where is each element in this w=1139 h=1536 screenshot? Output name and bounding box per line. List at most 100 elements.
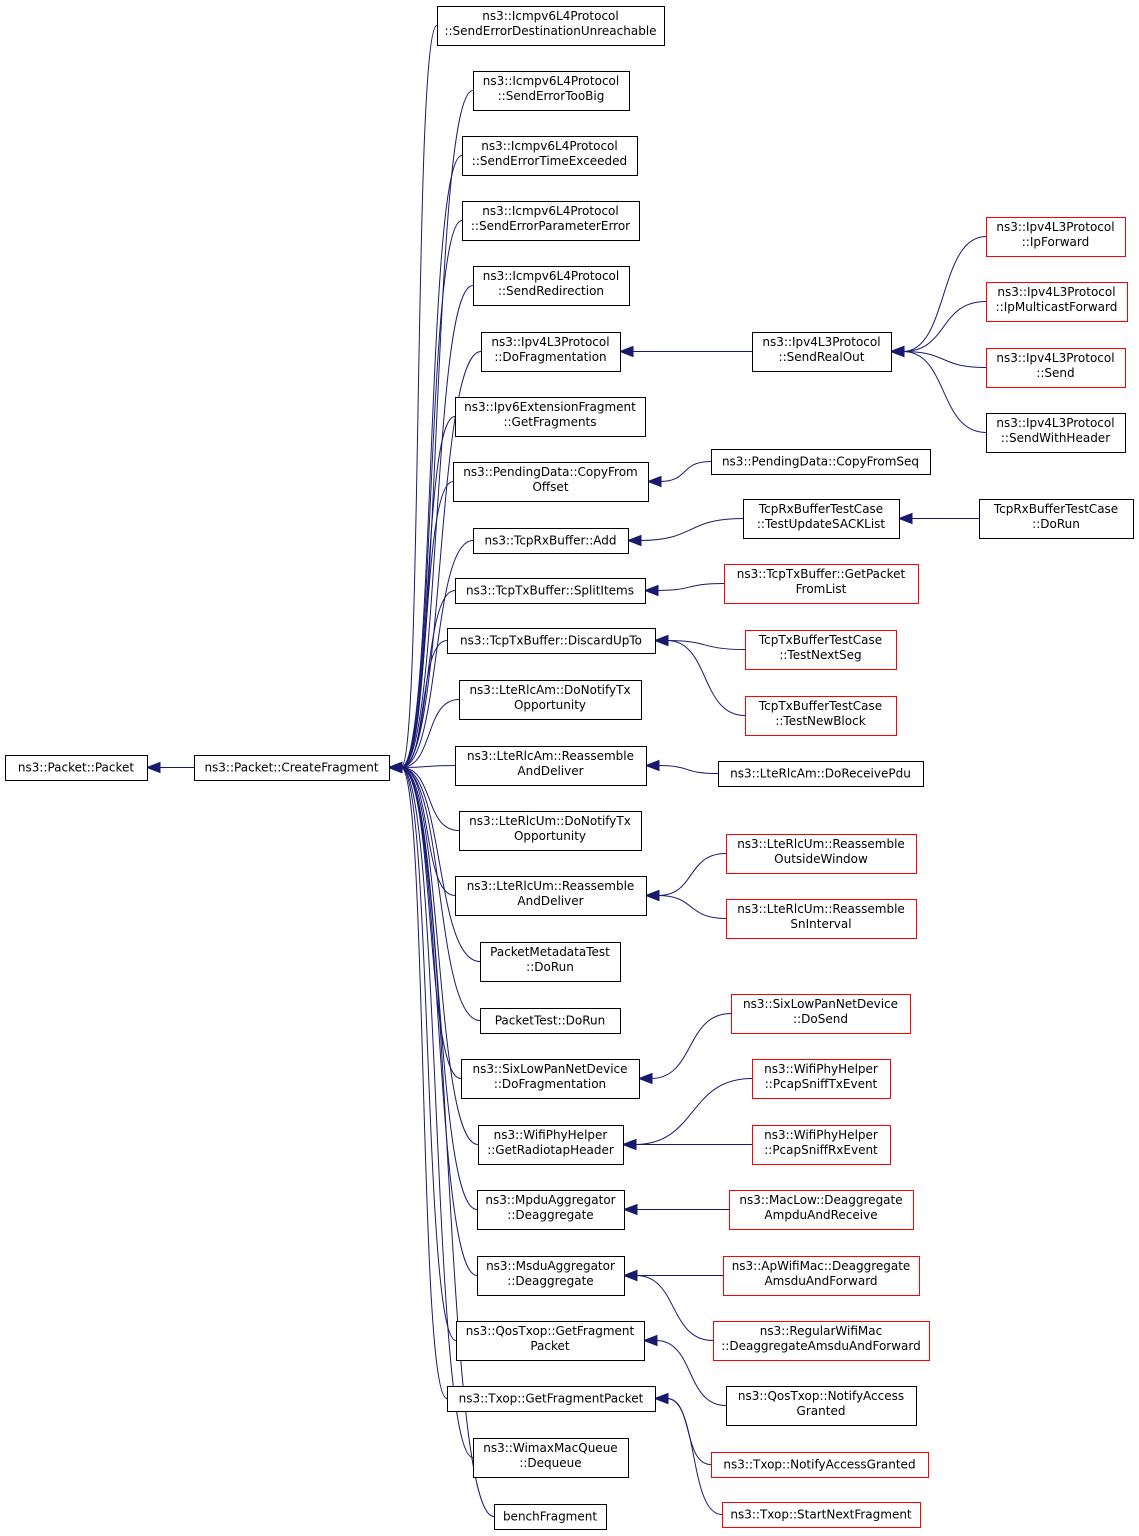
node-box [986,348,1126,388]
node-label: TcpRxBufferTestCase [993,502,1118,516]
node-n27[interactable]: benchFragment [494,1504,607,1530]
node-n13[interactable]: ns3::TcpTxBuffer::DiscardUpTo [447,628,656,654]
node-n24[interactable]: ns3::QosTxop::GetFragmentPacket [456,1321,645,1361]
node-label: FromList [796,582,847,596]
node-label: ns3::LteRlcAm::DoNotifyTx [469,683,630,697]
node-n38[interactable]: TcpTxBufferTestCase::TestNewBlock [745,696,897,736]
node-box [726,834,917,874]
arrowhead-icon [626,534,642,547]
node-n9[interactable]: ns3::Ipv6ExtensionFragment::GetFragments [455,397,646,437]
edge-n47-to-n23 [622,1269,714,1341]
node-n25[interactable]: ns3::Txop::GetFragmentPacket [447,1386,656,1412]
node-n33[interactable]: ns3::PendingData::CopyFromSeq [711,449,931,475]
node-box [724,564,919,604]
node-n8[interactable]: ns3::Ipv4L3Protocol::DoFragmentation [481,332,621,372]
edge-n38-to-n13 [653,634,746,716]
node-n28[interactable]: ns3::Ipv4L3Protocol::SendRealOut [752,332,892,372]
node-label: ns3::ApWifiMac::Deaggregate [732,1259,911,1273]
node-n6[interactable]: ns3::Icmpv6L4Protocol::SendErrorParamete… [462,201,640,241]
node-label: Offset [532,480,568,494]
node-n44[interactable]: ns3::WifiPhyHelper::PcapSniffRxEvent [752,1125,891,1165]
node-label: ::DoSend [793,1012,848,1026]
node-n12[interactable]: ns3::TcpTxBuffer::SplitItems [455,578,646,604]
node-n1[interactable]: ns3::Packet::Packet [5,755,148,781]
node-n42[interactable]: ns3::SixLowPanNetDevice::DoSend [731,994,911,1034]
arrowhead-icon [897,512,913,525]
node-label: ns3::LteRlcAm::DoReceivePdu [730,767,911,781]
node-n35[interactable]: TcpRxBufferTestCase::DoRun [979,499,1134,539]
node-box [477,1190,625,1230]
node-n5[interactable]: ns3::Icmpv6L4Protocol::SendErrorTimeExce… [462,136,638,176]
node-label: ns3::LteRlcUm::Reassemble [737,902,905,916]
node-box [745,696,897,736]
node-box [713,1321,930,1361]
node-n20[interactable]: ns3::SixLowPanNetDevice::DoFragmentation [461,1059,640,1099]
node-n26[interactable]: ns3::WimaxMacQueue::Dequeue [473,1438,629,1478]
node-n46[interactable]: ns3::ApWifiMac::DeaggregateAmsduAndForwa… [723,1256,920,1296]
node-n7[interactable]: ns3::Icmpv6L4Protocol::SendRedirection [473,266,630,306]
node-n34[interactable]: TcpRxBufferTestCase::TestUpdateSACKList [743,499,900,539]
node-n18[interactable]: PacketMetadataTest::DoRun [480,942,621,982]
arrowhead-icon [653,1392,669,1405]
node-box [462,201,640,241]
arrowhead-icon [642,1334,658,1347]
node-label: ::SendRedirection [498,284,604,298]
node-n37[interactable]: TcpTxBufferTestCase::TestNextSeg [745,630,897,670]
node-n31[interactable]: ns3::Ipv4L3Protocol::Send [986,348,1126,388]
node-n49[interactable]: ns3::Txop::NotifyAccessGranted [711,1452,929,1478]
node-n19[interactable]: PacketTest::DoRun [480,1008,621,1034]
node-n21[interactable]: ns3::WifiPhyHelper::GetRadiotapHeader [478,1125,624,1165]
arrowhead-icon [643,584,659,597]
node-label: ::Deaggregate [507,1208,593,1222]
edge-n31-to-n28 [889,345,987,368]
node-n48[interactable]: ns3::QosTxop::NotifyAccessGranted [726,1386,917,1426]
node-label: ns3::TcpTxBuffer::SplitItems [466,584,634,598]
node-label: OutsideWindow [774,852,868,866]
node-label: Granted [797,1404,846,1418]
node-label: ::DoFragmentation [494,1077,606,1091]
node-n22[interactable]: ns3::MpduAggregator::Deaggregate [477,1190,625,1230]
node-label: ::GetFragments [503,415,596,429]
node-label: ns3::TcpRxBuffer::Add [484,534,616,548]
node-n43[interactable]: ns3::WifiPhyHelper::PcapSniffTxEvent [752,1059,891,1099]
node-box [194,755,390,781]
node-label: ns3::MacLow::Deaggregate [739,1193,902,1207]
node-n23[interactable]: ns3::MsduAggregator::Deaggregate [477,1256,625,1296]
node-box [722,1502,921,1528]
node-label: ::TestNewBlock [775,714,865,728]
node-label: ::TestNextSeg [779,648,861,662]
node-label: ns3::Ipv4L3Protocol [491,335,609,349]
node-n50[interactable]: ns3::Txop::StartNextFragment [722,1502,921,1528]
node-label: ns3::TcpTxBuffer::DiscardUpTo [460,634,642,648]
node-n47[interactable]: ns3::RegularWifiMac::DeaggregateAmsduAnd… [713,1321,930,1361]
node-label: ns3::Icmpv6L4Protocol [483,74,619,88]
node-label: AndDeliver [517,894,583,908]
node-label: ns3::Icmpv6L4Protocol [483,269,619,283]
nodes-layer: ns3::Packet::Packet ns3::Packet::CreateFr… [5,6,1134,1530]
node-n32[interactable]: ns3::Ipv4L3Protocol::SendWithHeader [986,413,1126,453]
node-label: ns3::Packet::CreateFragment [204,761,378,775]
node-label: ns3::LteRlcAm::Reassemble [467,749,634,763]
edge-n36-to-n12 [643,583,725,597]
node-n30[interactable]: ns3::Ipv4L3Protocol::IpMulticastForward [986,282,1128,322]
arrowhead-icon [145,761,161,774]
node-label: ns3::MsduAggregator [486,1259,615,1273]
node-n4[interactable]: ns3::Icmpv6L4Protocol::SendErrorTooBig [473,71,630,111]
node-n11[interactable]: ns3::TcpRxBuffer::Add [473,528,629,554]
node-n39[interactable]: ns3::LteRlcAm::DoReceivePdu [718,761,924,787]
node-n2[interactable]: ns3::Packet::CreateFragment [194,755,390,781]
node-n29[interactable]: ns3::Ipv4L3Protocol::IpForward [986,217,1126,257]
node-box [726,1386,917,1426]
node-n3[interactable]: ns3::Icmpv6L4Protocol::SendErrorDestinat… [437,6,665,46]
node-label: ::Send [1036,366,1074,380]
arrowhead-icon [653,634,669,647]
